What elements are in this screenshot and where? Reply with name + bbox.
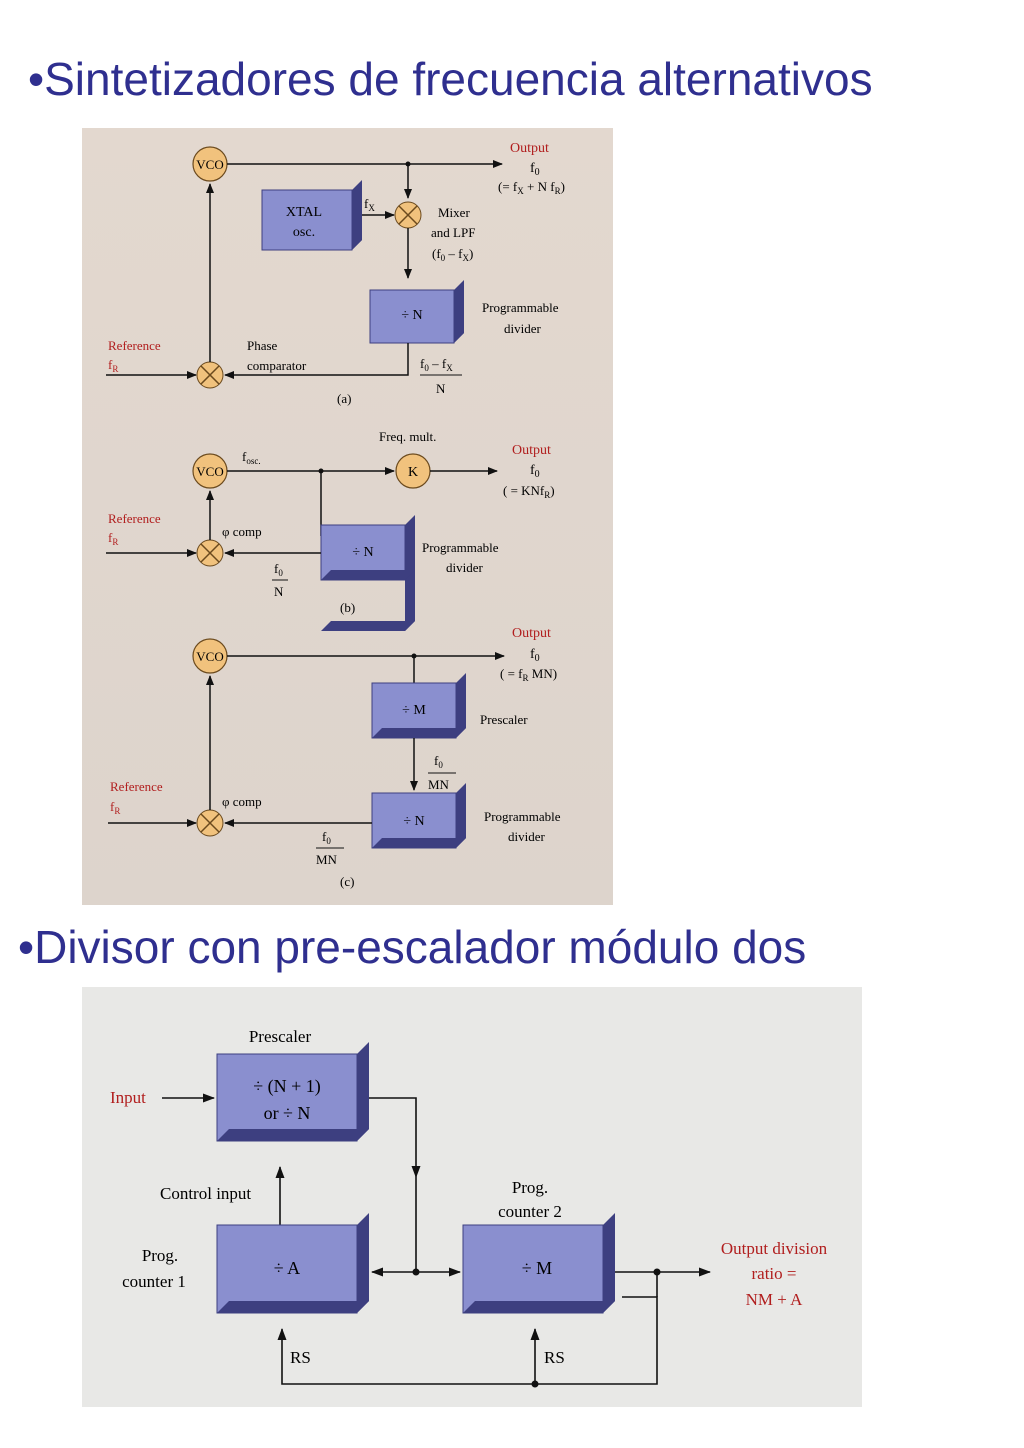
svg-text:fR: fR bbox=[110, 799, 120, 816]
svg-text:φ comp: φ comp bbox=[222, 524, 262, 539]
figure-label-c: (c) bbox=[340, 874, 354, 889]
svg-text:comparator: comparator bbox=[247, 358, 307, 373]
paper-background bbox=[82, 128, 613, 905]
figure-label-b: (b) bbox=[340, 600, 355, 615]
svg-text:Control input: Control input bbox=[160, 1184, 251, 1203]
vco-label: VCO bbox=[196, 157, 223, 172]
svg-text:divider: divider bbox=[446, 560, 483, 575]
svg-text:Reference: Reference bbox=[110, 779, 163, 794]
svg-text:Freq. mult.: Freq. mult. bbox=[379, 429, 436, 444]
input-label: Input bbox=[110, 1088, 146, 1107]
output-equation: (= fX + N fR) bbox=[498, 179, 565, 196]
svg-text:Output: Output bbox=[512, 443, 551, 458]
svg-text:osc.: osc. bbox=[293, 225, 315, 240]
svg-text:f0: f0 bbox=[530, 647, 540, 664]
svg-text:RS: RS bbox=[290, 1348, 311, 1367]
svg-text:(f0 – fX): (f0 – fX) bbox=[432, 246, 473, 263]
svg-text:divider: divider bbox=[508, 829, 545, 844]
svg-text:÷ N: ÷ N bbox=[403, 814, 424, 829]
paper-background bbox=[82, 987, 862, 1407]
svg-text:fR: fR bbox=[108, 357, 118, 374]
svg-text:fR: fR bbox=[108, 530, 118, 547]
svg-text:Prescaler: Prescaler bbox=[480, 712, 528, 727]
diagram-b: Freq. mult. VCO fosc. K Output f0 ( = KN… bbox=[106, 429, 555, 631]
svg-text:ratio =: ratio = bbox=[752, 1264, 797, 1283]
svg-text:MN: MN bbox=[428, 777, 450, 792]
svg-text:÷ M: ÷ M bbox=[402, 703, 426, 718]
svg-text:Phase: Phase bbox=[247, 338, 278, 353]
svg-text:N: N bbox=[274, 584, 284, 599]
figure-dual-modulus-divider: Prescaler ÷ (N + 1) or ÷ N Input Control… bbox=[82, 987, 862, 1407]
svg-text:N: N bbox=[436, 381, 446, 396]
svg-text:f0: f0 bbox=[274, 561, 283, 578]
svg-text:Reference: Reference bbox=[108, 511, 161, 526]
svg-text:RS: RS bbox=[544, 1348, 565, 1367]
heading-divider: •Divisor con pre-escalador módulo dos bbox=[18, 921, 807, 973]
svg-text:( = fR MN): ( = fR MN) bbox=[500, 666, 557, 683]
xtal-osc-block bbox=[261, 189, 353, 251]
diagram-c: VCO Output f0 ( = fR MN) ÷ M Prescaler f… bbox=[108, 626, 561, 889]
svg-text:fosc.: fosc. bbox=[242, 449, 261, 466]
svg-text:fX: fX bbox=[364, 196, 375, 213]
svg-text:divider: divider bbox=[504, 321, 541, 336]
output-ratio-label: Output division bbox=[721, 1239, 828, 1258]
programmable-divider-block bbox=[369, 289, 455, 344]
prescaler-block bbox=[216, 1053, 358, 1142]
svg-text:f0 – fX: f0 – fX bbox=[420, 356, 453, 373]
svg-text:f0: f0 bbox=[530, 161, 540, 178]
figure-synthesizers: VCO Output f0 (= fX + N fR) XTAL osc. fX… bbox=[82, 128, 613, 905]
svg-text:Prog.: Prog. bbox=[142, 1246, 178, 1265]
diagram-a: VCO Output f0 (= fX + N fR) XTAL osc. fX… bbox=[106, 141, 565, 406]
svg-text:VCO: VCO bbox=[196, 649, 223, 664]
svg-text:counter 1: counter 1 bbox=[122, 1272, 186, 1291]
svg-text:÷ M: ÷ M bbox=[522, 1258, 552, 1278]
svg-text:Output: Output bbox=[512, 626, 551, 641]
svg-text:MN: MN bbox=[316, 852, 338, 867]
svg-text:φ comp: φ comp bbox=[222, 794, 262, 809]
svg-text:÷ (N + 1): ÷ (N + 1) bbox=[253, 1076, 321, 1097]
svg-text:Prog.: Prog. bbox=[512, 1178, 548, 1197]
svg-text:÷ N: ÷ N bbox=[352, 545, 373, 560]
svg-text:Programmable: Programmable bbox=[484, 809, 561, 824]
svg-text:NM + A: NM + A bbox=[746, 1290, 804, 1309]
svg-text:Programmable: Programmable bbox=[422, 540, 499, 555]
svg-text:K: K bbox=[408, 465, 418, 480]
svg-text:Mixer: Mixer bbox=[438, 205, 470, 220]
svg-text:counter 2: counter 2 bbox=[498, 1202, 562, 1221]
svg-text:Reference: Reference bbox=[108, 338, 161, 353]
output-label: Output bbox=[510, 141, 549, 156]
svg-text:f0: f0 bbox=[434, 753, 443, 770]
svg-text:and LPF: and LPF bbox=[431, 225, 475, 240]
svg-text:XTAL: XTAL bbox=[286, 205, 322, 220]
svg-text:VCO: VCO bbox=[196, 464, 223, 479]
svg-text:f0: f0 bbox=[322, 829, 331, 846]
svg-text:f0: f0 bbox=[530, 463, 540, 480]
svg-text:÷ N: ÷ N bbox=[401, 308, 422, 323]
prog-counter-2-block bbox=[462, 1224, 604, 1314]
heading-synthesizers: •Sintetizadores de frecuencia alternativ… bbox=[28, 53, 873, 105]
figure-label-a: (a) bbox=[337, 391, 351, 406]
svg-text:÷ A: ÷ A bbox=[274, 1258, 300, 1278]
svg-text:Programmable: Programmable bbox=[482, 300, 559, 315]
svg-text:or ÷ N: or ÷ N bbox=[264, 1103, 311, 1123]
svg-text:( = KNfR): ( = KNfR) bbox=[503, 483, 555, 500]
svg-text:Prescaler: Prescaler bbox=[249, 1027, 312, 1046]
